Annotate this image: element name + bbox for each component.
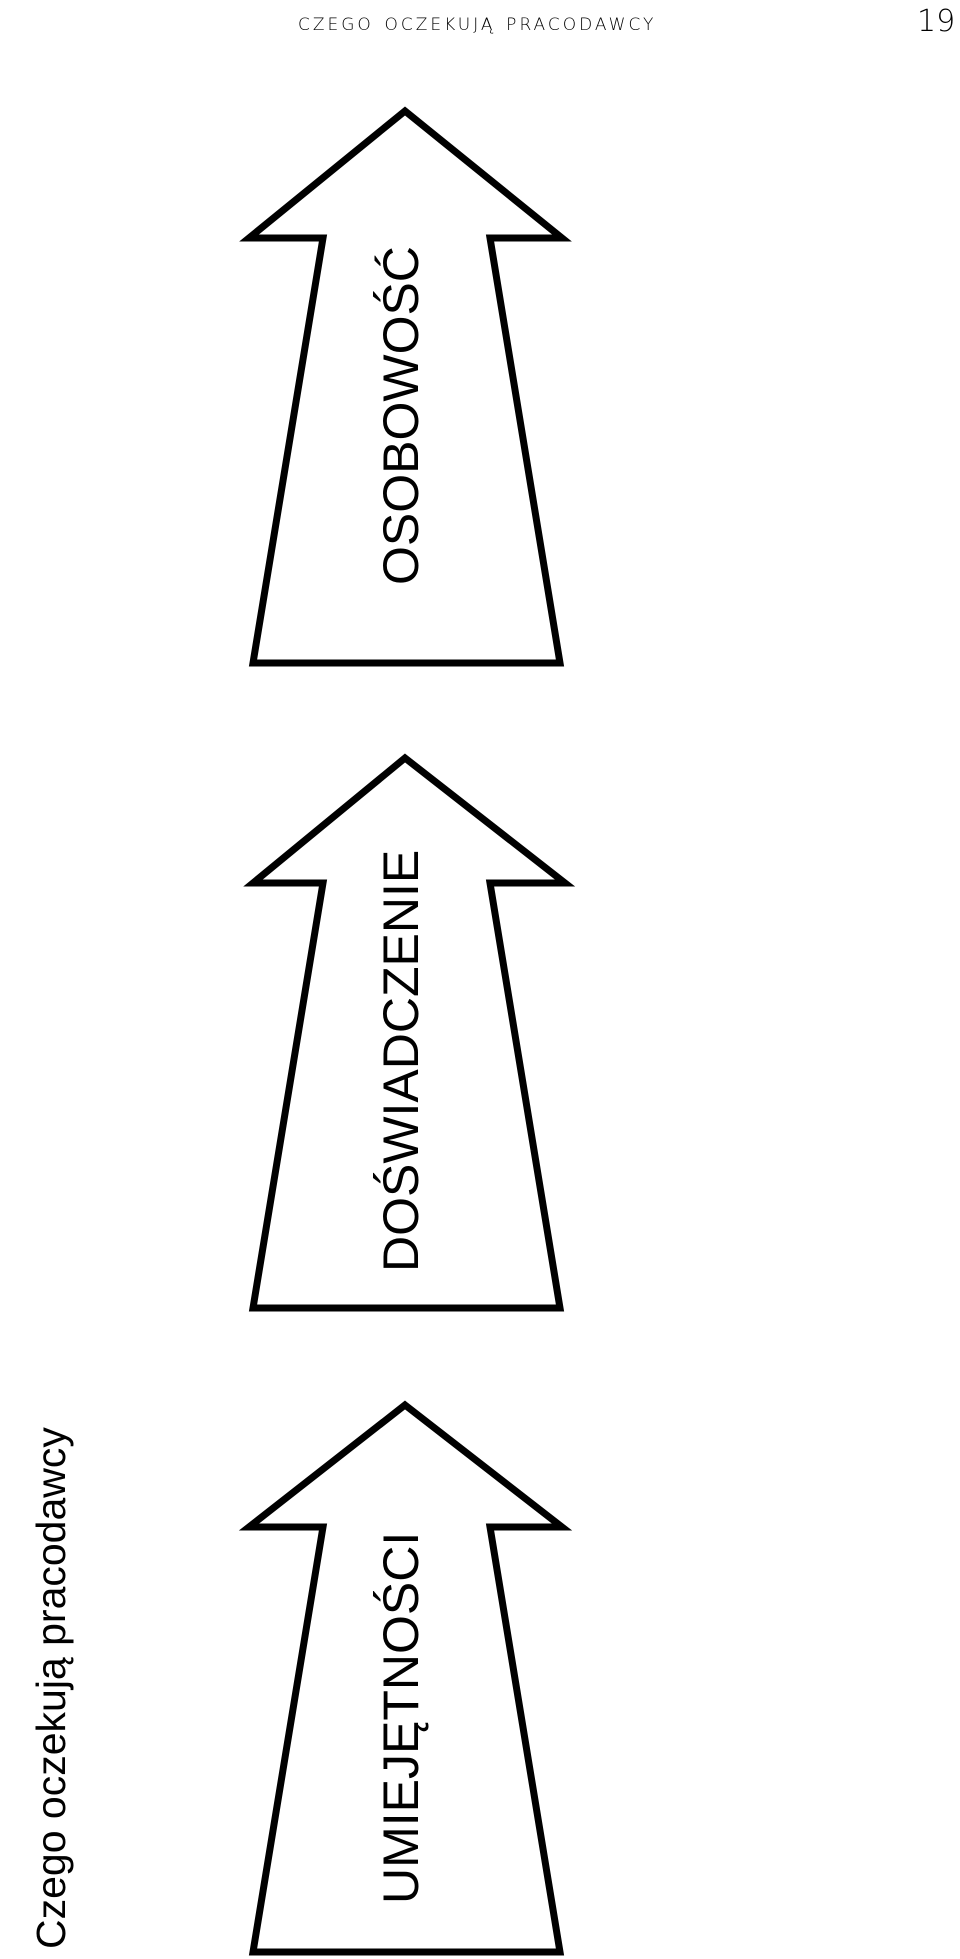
arrow-doswiadczenie-label: DOŚWIADCZENIE (372, 850, 429, 1272)
page-number: 19 (917, 4, 956, 39)
arrow-umiejetnosci-shape (238, 1400, 573, 1956)
arrow-osobowosc-shape (239, 106, 572, 667)
arrow-doswiadczenie: DOŚWIADCZENIE (243, 753, 576, 1312)
page-header: Czego oczekują pracodawcy 19 (0, 4, 960, 44)
arrow-osobowosc: OSOBOWOŚĆ (239, 106, 572, 667)
running-head: Czego oczekują pracodawcy (298, 8, 657, 36)
arrow-umiejetnosci-label: UMIEJĘTNOŚCI (372, 1532, 429, 1904)
arrow-osobowosc-label: OSOBOWOŚĆ (372, 246, 429, 585)
arrow-umiejetnosci: UMIEJĘTNOŚCI (238, 1400, 573, 1956)
arrow-doswiadczenie-shape (243, 753, 576, 1312)
